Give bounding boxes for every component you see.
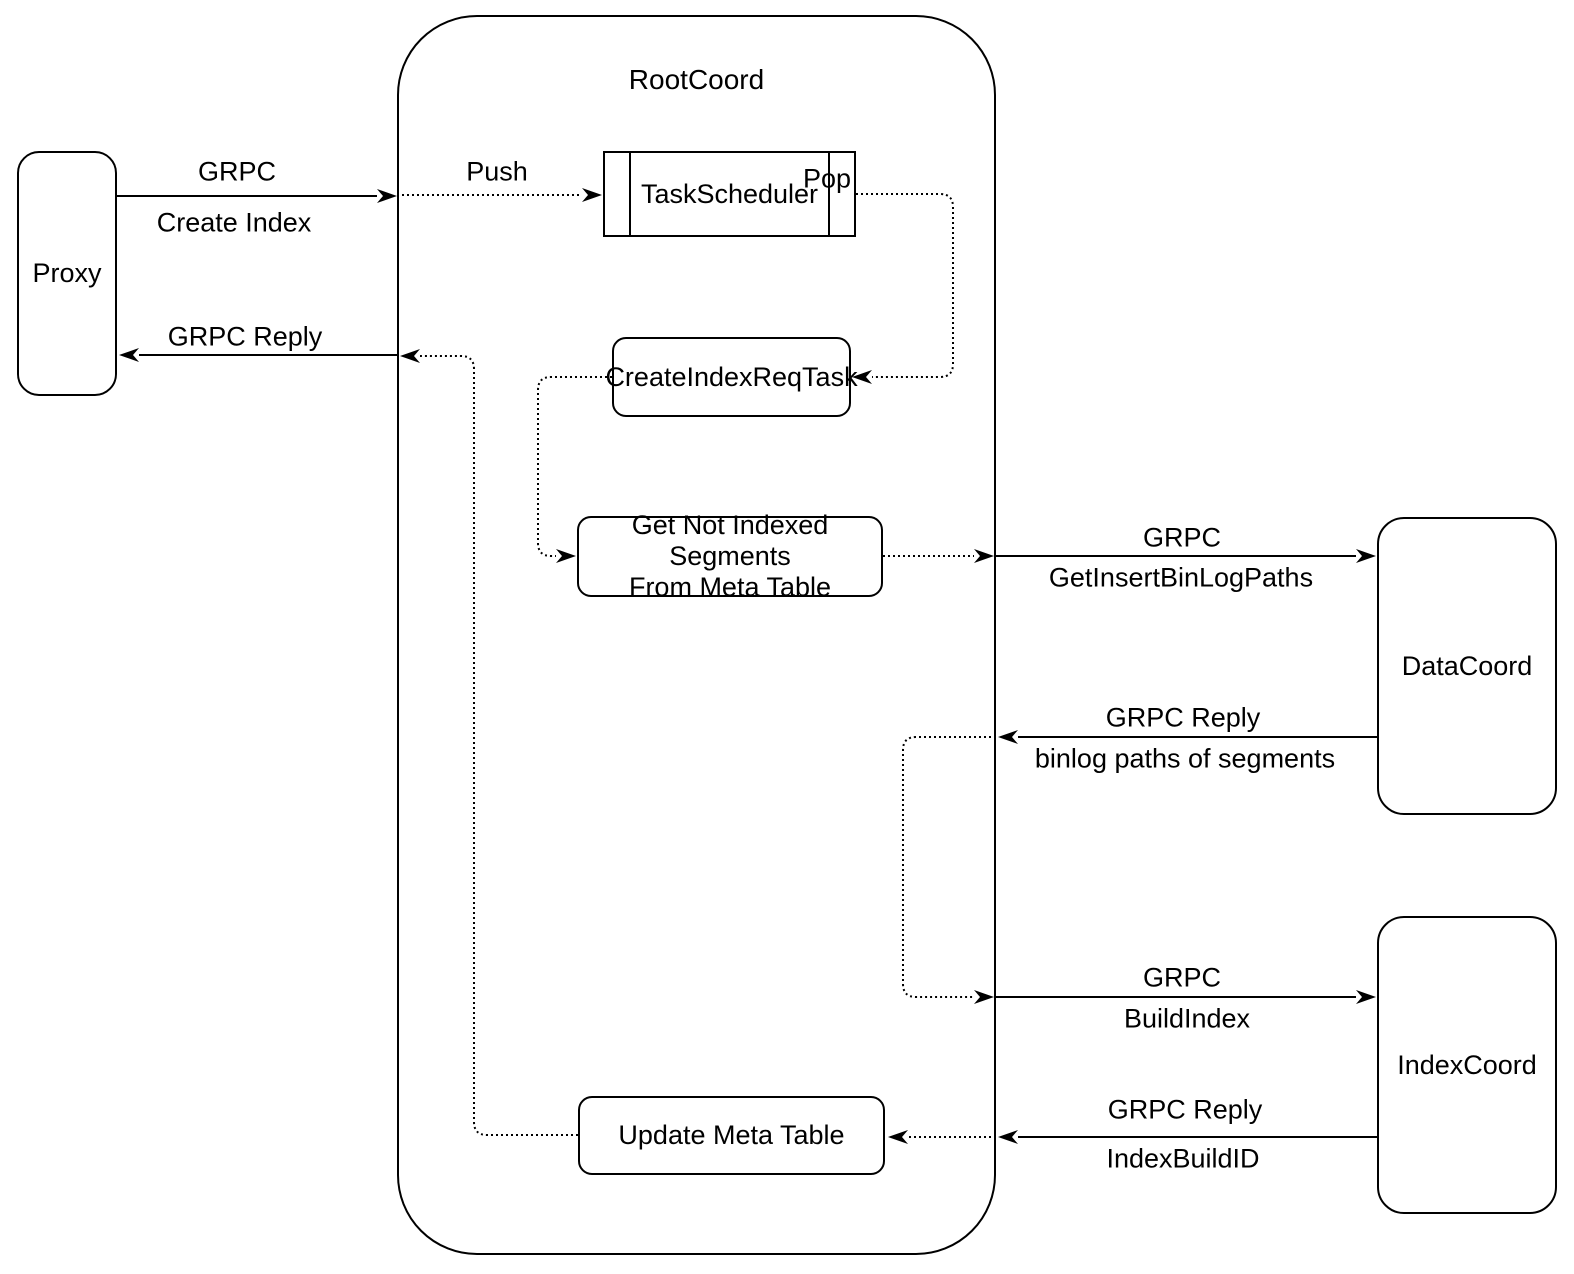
label-get-insert-binlog-paths-title: GRPC: [1142, 522, 1222, 553]
edge-reply-binlog-paths: [998, 730, 1377, 744]
get-not-indexed-line1: Get Not Indexed Segments: [631, 510, 829, 571]
rootcoord-title: RootCoord: [628, 64, 765, 95]
label-grpc-create-index-title: GRPC: [197, 156, 277, 187]
edge-grpc-create-index: [117, 189, 397, 203]
edge-update-meta-to-reply: [400, 349, 578, 1136]
label-get-insert-binlog-paths-sub: GetInsertBinLogPaths: [1048, 562, 1314, 593]
task-scheduler-left-bar: [629, 153, 631, 235]
edge-reqtask-to-get-segments: [537, 376, 612, 563]
edge-pop: [852, 193, 954, 384]
node-update-meta-table: Update Meta Table: [578, 1096, 885, 1175]
edge-grpc-reply-to-proxy: [119, 348, 397, 362]
node-proxy: Proxy: [17, 151, 117, 396]
node-task-scheduler-label: TaskScheduler: [640, 178, 819, 209]
edge-binlog-to-buildindex: [902, 736, 996, 1004]
edge-get-segments-to-boundary: [883, 549, 994, 563]
node-index-coord-label: IndexCoord: [1397, 1049, 1537, 1080]
node-data-coord-label: DataCoord: [1401, 650, 1533, 681]
label-grpc-reply-to-proxy: GRPC Reply: [167, 321, 323, 352]
label-reply-binlog-paths-sub: binlog paths of segments: [1034, 743, 1336, 774]
node-get-not-indexed-segments: Get Not Indexed Segments From Meta Table: [577, 510, 883, 602]
get-not-indexed-line2: From Meta Table: [628, 572, 832, 602]
label-build-index-sub: BuildIndex: [1123, 1003, 1251, 1034]
node-update-meta-table-label: Update Meta Table: [618, 1120, 845, 1150]
node-create-index-req-task: CreateIndexReqTask: [605, 337, 858, 417]
node-create-index-req-task-label: CreateIndexReqTask: [605, 361, 858, 392]
node-get-not-indexed-segments-label: Get Not Indexed Segments From Meta Table: [579, 510, 881, 603]
edge-get-insert-binlog-paths: [996, 549, 1376, 563]
edge-build-index: [996, 990, 1376, 1004]
label-push: Push: [466, 156, 528, 187]
node-proxy-label: Proxy: [32, 258, 102, 288]
label-reply-index-build-id-title: GRPC Reply: [1107, 1094, 1263, 1125]
node-index-coord: IndexCoord: [1377, 916, 1557, 1214]
label-build-index-title: GRPC: [1142, 962, 1222, 993]
node-task-scheduler: TaskScheduler: [603, 151, 856, 237]
label-pop: Pop: [802, 163, 852, 194]
task-scheduler-right-bar: [828, 153, 830, 235]
label-reply-index-build-id-sub: IndexBuildID: [1106, 1143, 1260, 1174]
edge-reply-index-build-id: [998, 1130, 1377, 1144]
edge-push: [397, 188, 602, 202]
label-reply-binlog-paths-title: GRPC Reply: [1105, 702, 1261, 733]
rootcoord-container: [397, 15, 996, 1255]
edge-boundary-to-update-meta: [888, 1130, 996, 1144]
label-grpc-create-index-sub: Create Index: [156, 207, 312, 238]
node-data-coord: DataCoord: [1377, 517, 1557, 815]
